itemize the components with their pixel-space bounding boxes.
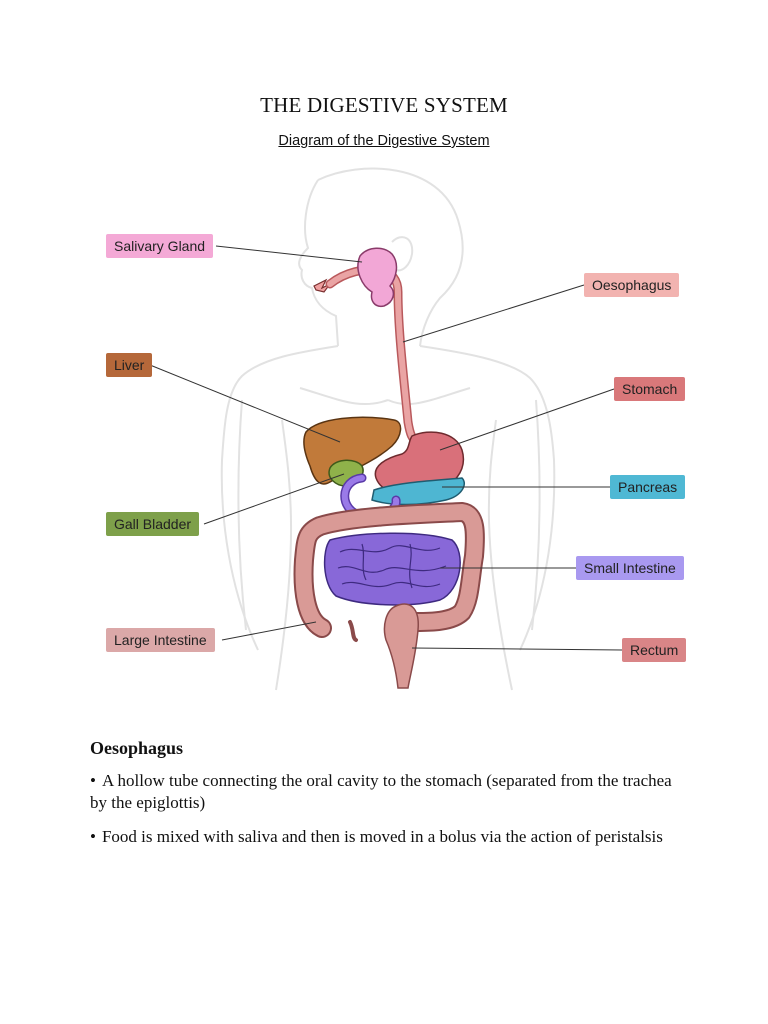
bullet-text: Food is mixed with saliva and then is mo…	[101, 827, 663, 846]
body-outline	[220, 167, 556, 691]
label-salivary-gland: Salivary Gland	[106, 234, 214, 258]
digestive-diagram: Salivary Gland Oesophagus Liver Stomach …	[0, 160, 768, 700]
large-intestine	[295, 503, 483, 636]
label-large-intestine: Large Intestine	[106, 628, 215, 652]
section-heading: Oesophagus	[90, 738, 184, 758]
salivary-gland-shape	[357, 247, 398, 308]
leader-liver	[149, 364, 341, 443]
bullet-glyph: •	[90, 827, 96, 846]
label-oesophagus: Oesophagus	[584, 273, 680, 297]
label-pancreas: Pancreas	[610, 475, 686, 499]
body-illustration	[149, 167, 623, 691]
label-gall-bladder: Gall Bladder	[106, 512, 200, 536]
bullet-item: •A hollow tube connecting the oral cavit…	[90, 770, 690, 814]
diagram-caption: Diagram of the Digestive System	[278, 133, 490, 149]
liver-shape	[303, 416, 402, 485]
label-liver: Liver	[106, 353, 153, 377]
leader-rectum	[411, 647, 623, 651]
label-small-intestine: Small Intestine	[576, 556, 684, 580]
appendix	[348, 620, 358, 642]
leader-large-intestine	[221, 621, 317, 641]
page-title: THE DIGESTIVE SYSTEM	[260, 93, 508, 117]
leader-lines	[149, 245, 623, 651]
label-stomach: Stomach	[614, 377, 686, 401]
rectum-shape	[383, 603, 419, 689]
leader-salivary-gland	[215, 245, 363, 263]
bullet-text: A hollow tube connecting the oral cavity…	[90, 771, 672, 812]
bullet-glyph: •	[90, 771, 96, 790]
leader-oesophagus	[402, 284, 585, 343]
leader-gall-bladder	[203, 473, 345, 525]
leader-stomach	[439, 388, 615, 451]
small-intestine-coils	[337, 543, 447, 589]
bullet-item: • Food is mixed with saliva and then is m…	[90, 826, 690, 848]
label-rectum: Rectum	[622, 638, 687, 662]
small-intestine-shape	[323, 532, 461, 606]
